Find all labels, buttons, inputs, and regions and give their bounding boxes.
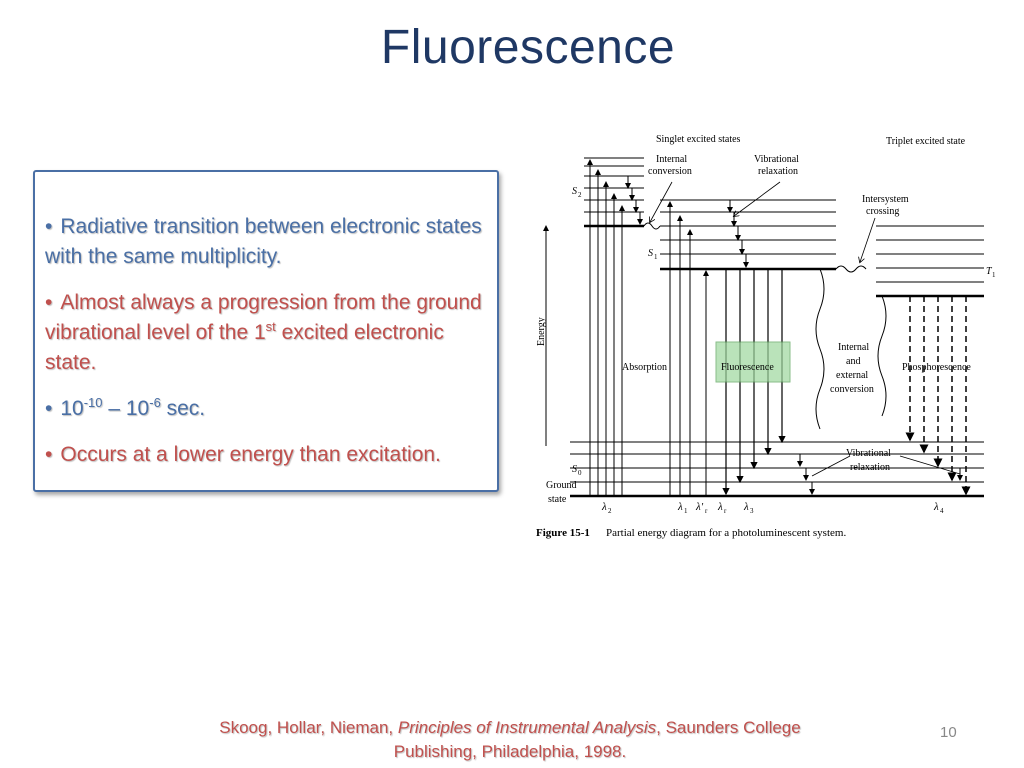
- citation-authors: Skoog, Hollar, Nieman,: [219, 718, 398, 737]
- lambda-1-subscript: 1: [684, 507, 688, 515]
- bullet-text: Radiative transition between electronic …: [45, 215, 482, 268]
- callout-lines: [650, 181, 961, 477]
- lambda-3-subscript: 3: [750, 507, 754, 515]
- internal-conversion-label: Internal: [656, 154, 687, 165]
- lambda-1-prime-subscript: r: [705, 507, 708, 515]
- internal-external-label: external: [836, 370, 868, 381]
- lambda-r-subscript: r: [724, 507, 727, 515]
- figure-caption-number: Figure 15-1: [536, 527, 590, 539]
- internal-conversion-label: conversion: [648, 166, 692, 177]
- bullet-dot: •: [45, 443, 53, 466]
- phosphorescence-arrows: [905, 296, 971, 496]
- s1-subscript: 1: [654, 253, 658, 261]
- energy-diagram-figure: Singlet excited states Triplet excited s…: [536, 134, 996, 539]
- t1-subscript: 1: [992, 271, 996, 279]
- fluorescence-label: Fluorescence: [721, 362, 774, 373]
- s1-level-group: [660, 199, 836, 271]
- timescale-exponent-1: -10: [83, 395, 103, 410]
- triplet-conversion-squiggle: [877, 295, 887, 417]
- internal-external-squiggle: [815, 268, 825, 430]
- lambda-4-label: λ: [933, 501, 939, 513]
- intersystem-label: crossing: [866, 206, 899, 217]
- bullet-progression: •Almost always a progression from the gr…: [45, 288, 489, 378]
- bullet-text: Occurs at a lower energy than excitation…: [60, 443, 441, 466]
- bullet-radiative-transition: •Radiative transition between electronic…: [45, 212, 489, 272]
- phosphorescence-label: Phosphorescence: [902, 362, 971, 373]
- internal-external-label: Internal: [838, 342, 869, 353]
- bullet-timescale: • 10-10 – 10-6 sec.: [45, 394, 489, 424]
- vibrational-relaxation-bottom-label: relaxation: [850, 462, 890, 473]
- s0-label: S: [572, 464, 577, 475]
- s0-level-group: [570, 441, 984, 498]
- bullet-text-part-b: excited electronic state.: [45, 321, 444, 374]
- intersystem-squiggle: [835, 265, 867, 273]
- lambda-1-prime-label: λ′: [695, 501, 704, 513]
- vibrational-relaxation-label: relaxation: [758, 166, 798, 177]
- lambda-4-subscript: 4: [940, 507, 944, 515]
- ordinal-superscript: st: [265, 319, 276, 334]
- page-number: 10: [940, 724, 957, 741]
- timescale-unit: sec.: [160, 397, 206, 420]
- fluorescence-highlight: [715, 341, 791, 383]
- citation-book-title: Principles of Instrumental Analysis: [397, 718, 657, 737]
- lambda-2-label: λ: [601, 501, 607, 513]
- ground-state-label: Ground: [546, 480, 577, 491]
- bullet-dot: •: [45, 397, 53, 420]
- intersystem-label: Intersystem: [862, 194, 909, 205]
- energy-axis-label: Energy: [536, 317, 547, 346]
- lambda-2-subscript: 2: [608, 507, 612, 515]
- figure-caption-text: Partial energy diagram for a photolumine…: [606, 527, 846, 539]
- internal-conversion-squiggle: [643, 222, 661, 230]
- lambda-r-label: λ: [717, 501, 723, 513]
- vibrational-relaxation-bottom-label: Vibrational: [846, 448, 891, 459]
- timescale-base-1: 10: [60, 397, 84, 420]
- s0-relaxation-arrows: [797, 454, 963, 495]
- absorption-arrows: [587, 159, 709, 496]
- citation: Skoog, Hollar, Nieman, Principles of Ins…: [200, 716, 820, 764]
- s2-relaxation-arrows: [625, 176, 643, 225]
- s2-label: S: [572, 186, 577, 197]
- t1-level-group: [876, 225, 984, 298]
- vibrational-relaxation-label: Vibrational: [754, 154, 799, 165]
- citation-publisher: , Saunders College Publishing, Philadelp…: [393, 718, 801, 761]
- slide-title: Fluorescence: [380, 21, 676, 74]
- bullet-box: •Radiative transition between electronic…: [33, 170, 499, 492]
- internal-external-label: and: [846, 356, 860, 367]
- t1-label: T: [986, 266, 993, 277]
- timescale-base-2: – 10: [102, 397, 150, 420]
- s1-label: S: [648, 248, 653, 259]
- singlet-label: Singlet excited states: [656, 134, 741, 145]
- ground-state-label: state: [548, 494, 567, 505]
- s1-relaxation-arrows: [727, 200, 749, 268]
- timescale-exponent-2: -6: [149, 395, 161, 410]
- s0-subscript: 0: [578, 469, 582, 477]
- triplet-label: Triplet excited state: [886, 136, 966, 147]
- s2-subscript: 2: [578, 191, 582, 199]
- internal-external-label: conversion: [830, 384, 874, 395]
- bullet-dot: •: [45, 291, 53, 314]
- bullet-dot: •: [45, 215, 53, 238]
- lambda-1-label: λ: [677, 501, 683, 513]
- absorption-label: Absorption: [622, 362, 667, 373]
- bullet-text-part-a: Almost always a progression from the gro…: [45, 291, 482, 344]
- bullet-lower-energy: • Occurs at a lower energy than excitatio…: [45, 440, 489, 470]
- lambda-3-label: λ: [743, 501, 749, 513]
